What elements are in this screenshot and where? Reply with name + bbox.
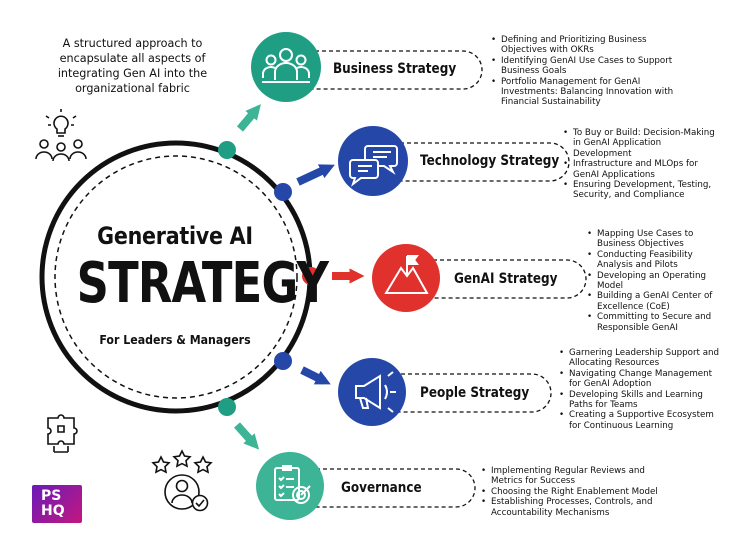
bullet-item: Creating a Supportive Ecosystem for Cont… (558, 410, 724, 431)
checklist-target-icon (256, 452, 324, 520)
bullet-item: Conducting Feasibility Analysis and Pilo… (586, 250, 724, 271)
bullet-item: To Buy or Build: Decision-Making in GenA… (562, 128, 720, 159)
bullet-item: Infrastructure and MLOps for GenAI Appli… (562, 159, 720, 180)
bullet-item: Developing an Operating Model (586, 271, 724, 292)
arrow-technology (296, 164, 335, 186)
ring-dot-governance (218, 398, 236, 416)
megaphone-icon (338, 358, 406, 426)
label-governance: Governance (341, 480, 422, 496)
arrow-people (300, 366, 331, 385)
label-business-strategy: Business Strategy (333, 61, 457, 77)
ring-dot-people (274, 352, 292, 370)
bullet-item: Choosing the Right Enablement Model (480, 487, 676, 498)
center-title-line1: Generative AI (97, 222, 253, 250)
bullets-technology-strategy: To Buy or Build: Decision-Making in GenA… (562, 128, 720, 201)
label-genai-strategy: GenAI Strategy (454, 271, 558, 287)
bullet-item: Establishing Processes, Controls, and Ac… (480, 497, 676, 518)
pill-outline-business (294, 50, 483, 90)
arrow-governance (234, 422, 260, 450)
bullet-item: Committing to Secure and Responsible Gen… (586, 312, 724, 333)
bullet-item: Identifying GenAI Use Cases to Support B… (490, 56, 682, 77)
chat-bubbles-icon (338, 126, 408, 196)
bullet-item: Mapping Use Cases to Business Objectives (586, 229, 724, 250)
ring-dot-business (218, 141, 236, 159)
central-ring-dashed (54, 155, 298, 399)
bullet-item: Portfolio Management for GenAI Investmen… (490, 77, 682, 108)
center-subtitle: For Leaders & Managers (99, 332, 251, 347)
ring-dot-genai (302, 267, 320, 285)
bullets-people-strategy: Garnering Leadership Support and Allocat… (558, 348, 724, 431)
bullet-item: Ensuring Development, Testing, Security,… (562, 180, 720, 201)
mountain-flag-icon (372, 244, 440, 312)
ring-dot-technology (274, 183, 292, 201)
bullet-item: Defining and Prioritizing Business Objec… (490, 35, 682, 56)
label-people-strategy: People Strategy (420, 385, 530, 401)
pill-outline-people (380, 373, 552, 413)
bullet-item: Developing Skills and Learning Paths for… (558, 390, 724, 411)
bullet-item: Implementing Regular Reviews and Metrics… (480, 466, 676, 487)
team-icon (251, 32, 321, 102)
pill-outline-governance (295, 468, 476, 508)
bullets-business-strategy: Defining and Prioritizing Business Objec… (490, 35, 682, 108)
bullets-genai-strategy: Mapping Use Cases to Business Objectives… (586, 229, 724, 333)
bullet-item: Navigating Change Management for GenAI A… (558, 369, 724, 390)
bullets-governance: Implementing Regular Reviews and Metrics… (480, 466, 676, 518)
intro-text: A structured approach to encapsulate all… (57, 37, 208, 95)
puzzle-icon (47, 414, 78, 453)
arrow-business (236, 104, 261, 132)
bullet-item: Building a GenAI Center of Excellence (C… (586, 291, 724, 312)
star-rating-user-icon (151, 449, 213, 512)
label-technology-strategy: Technology Strategy (420, 153, 560, 169)
pill-outline-technology (379, 142, 570, 182)
center-title-main: STRATEGY (76, 251, 329, 316)
lightbulb-team-icon (35, 109, 87, 162)
bullet-item: Garnering Leadership Support and Allocat… (558, 348, 724, 369)
logo-line2: HQ (41, 503, 65, 519)
pshq-logo: PS HQ (32, 485, 82, 523)
logo-line1: PS (41, 488, 62, 504)
